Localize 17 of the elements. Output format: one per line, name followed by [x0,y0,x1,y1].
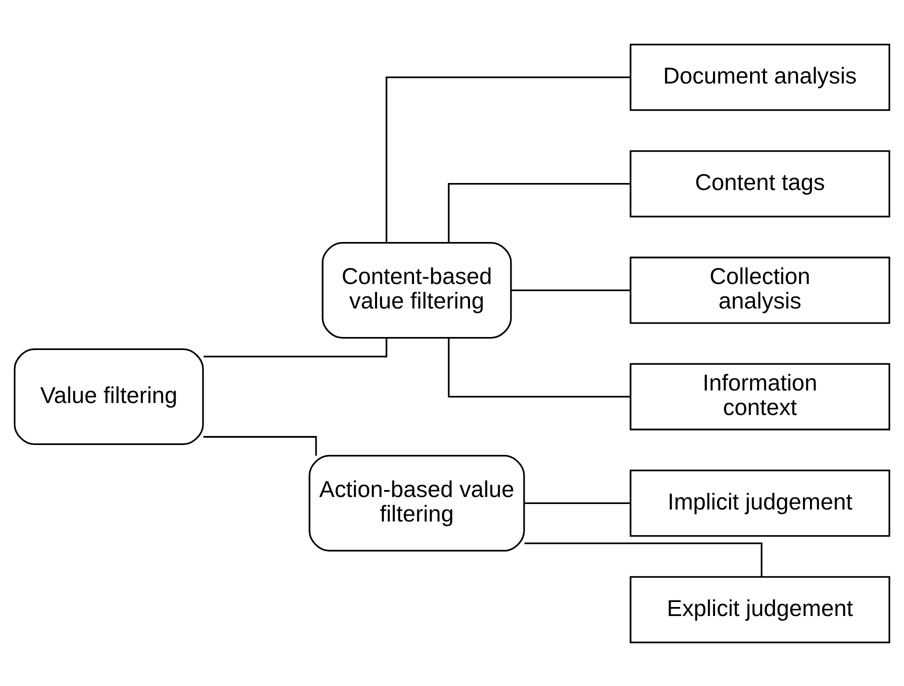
node-box: Value filtering [14,348,204,445]
node-box: Implicit judgement [630,469,890,536]
node-box: Explicit judgement [630,576,890,643]
node-box: Collection analysis [630,256,890,324]
node-box: Content tags [630,150,890,217]
connector [386,76,630,242]
connector [448,337,630,398]
node-box: Document analysis [630,43,890,110]
connector [524,502,630,504]
connector [204,337,388,357]
connector [511,288,630,291]
connector [448,182,630,242]
node-box: Information context [630,362,890,430]
connector [203,436,317,456]
node-box: Content-based value filtering [322,241,512,338]
connector [524,542,762,576]
node-box: Action-based value filtering [308,454,525,552]
